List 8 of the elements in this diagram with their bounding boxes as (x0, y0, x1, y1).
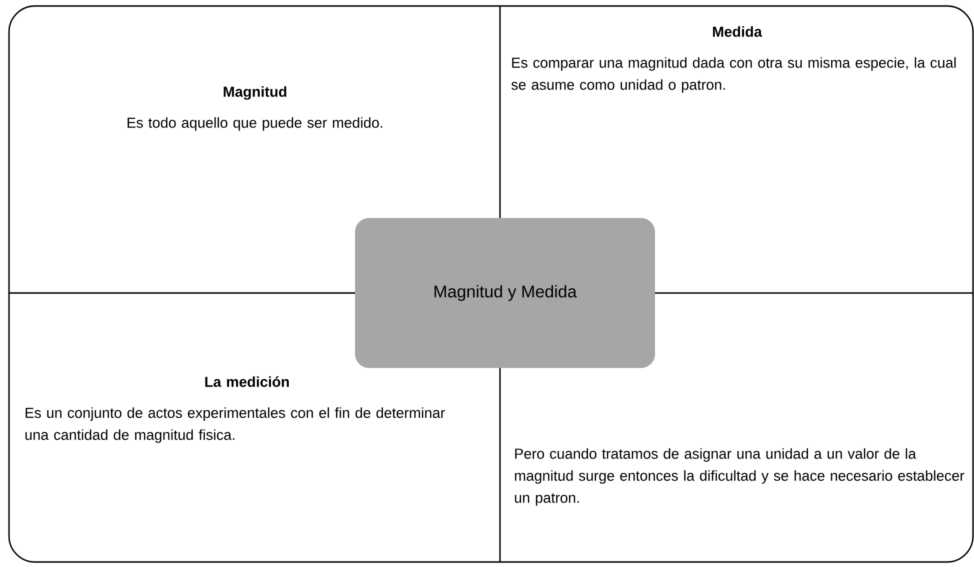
body-text: Es comparar una magnitud dada con otra su misma especie, la cual se asume como unidad o patron. (511, 57, 956, 93)
center-box: Magnitud y Medida (355, 218, 655, 368)
body-text: Es un conjunto de actos experimentales con el fin de determinar una cantidad de magnitud fisica. (25, 407, 445, 443)
body-text: Pero cuando tratamos de asignar una unidad a un valor de la magnitud surge entonces la dificultad y se hace necesario establecer un patron. (514, 448, 964, 506)
body-text: Es todo aquello que puede ser medido. (128, 117, 382, 131)
heading: La medición (205, 376, 289, 387)
heading: Magnitud (224, 86, 286, 100)
heading: Medida (713, 26, 762, 37)
